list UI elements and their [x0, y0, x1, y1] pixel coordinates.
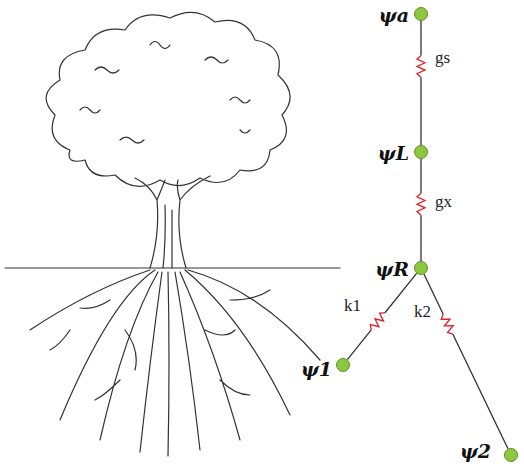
resistor-symbol — [417, 55, 425, 77]
conductance-label: gx — [434, 193, 453, 212]
wire-line — [424, 274, 508, 448]
potential-node: ψ2 — [504, 448, 518, 462]
potential-node: ψL — [414, 145, 428, 159]
resistor-connector — [417, 159, 425, 261]
resistor-symbol — [417, 193, 425, 215]
resistor-connector — [417, 21, 425, 145]
potential-label: ψ1 — [301, 359, 332, 380]
tree-canopy — [46, 12, 290, 186]
potential-label: ψa — [379, 5, 409, 26]
potential-label: ψR — [375, 259, 409, 280]
potential-label: ψ2 — [460, 441, 491, 462]
tree-roots — [30, 270, 320, 456]
ground-line — [5, 267, 340, 268]
potential-node: ψa — [414, 7, 428, 21]
canopy-squiggle — [80, 42, 250, 144]
tree-trunk — [135, 176, 210, 268]
potential-node: ψR — [414, 261, 428, 275]
potential-node: ψ1 — [336, 358, 350, 372]
wire-line — [420, 21, 421, 145]
resistor-symbol — [441, 314, 453, 334]
wire-line — [347, 273, 416, 359]
resistor-symbol — [370, 313, 385, 330]
potential-label: ψL — [378, 143, 409, 164]
conductance-label: k1 — [343, 297, 362, 316]
resistor-connector — [347, 273, 416, 359]
resistor-connector — [424, 274, 508, 448]
conductance-label: gs — [434, 49, 451, 68]
conductance-label: k2 — [413, 303, 432, 322]
